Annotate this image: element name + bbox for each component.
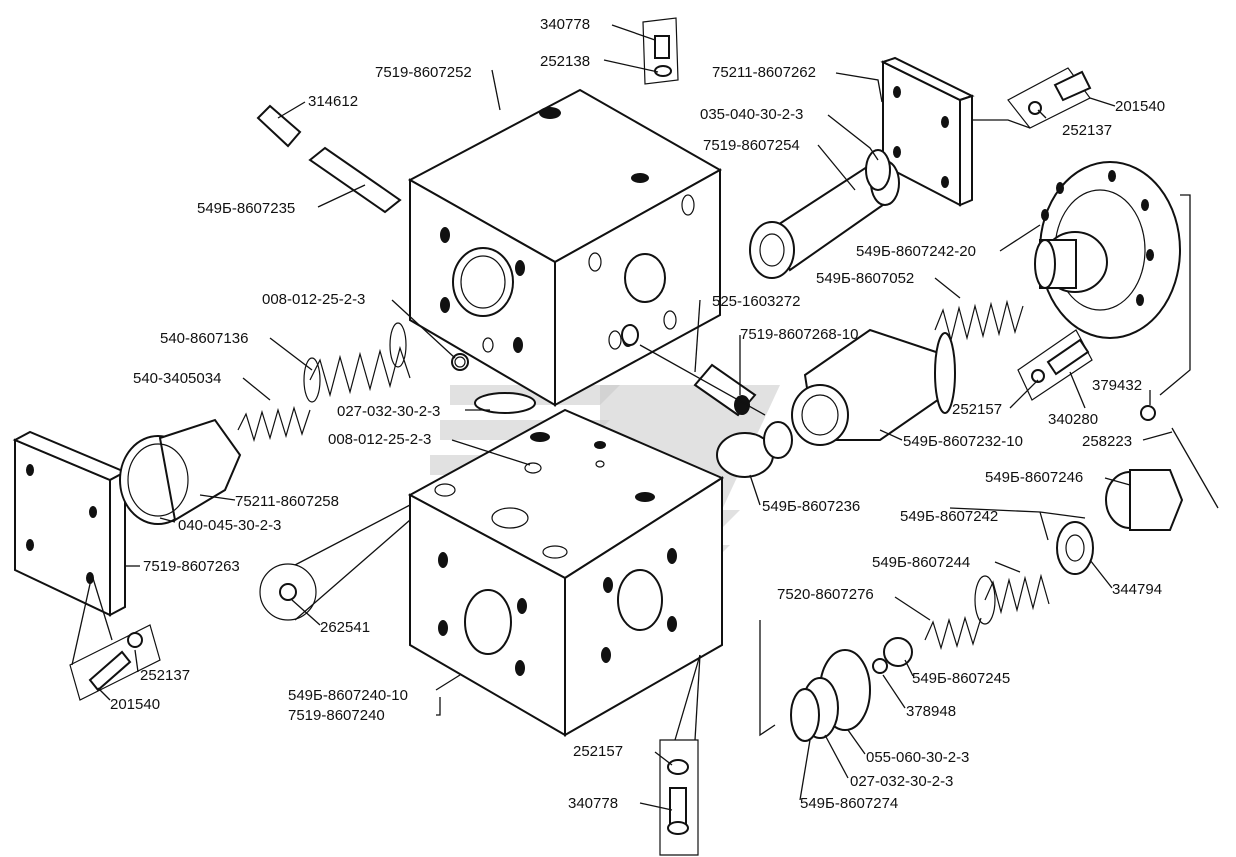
union-314612 xyxy=(256,104,402,214)
label-035-040-30-2-3: 035-040-30-2-3 xyxy=(700,106,803,123)
cap-nut-assembly xyxy=(1056,469,1184,575)
label-549b-8607242: 549Б-8607242 xyxy=(900,508,998,525)
label-549b-8607236: 549Б-8607236 xyxy=(762,498,860,515)
right-flange xyxy=(1034,161,1181,339)
label-379432: 379432 xyxy=(1092,377,1142,394)
label-75211-8607262: 75211-8607262 xyxy=(712,64,816,81)
label-055-060-30-2-3: 055-060-30-2-3 xyxy=(866,749,969,766)
label-252138: 252138 xyxy=(540,53,590,70)
plug-callout-262541 xyxy=(259,563,317,621)
label-7520-8607276: 7520-8607276 xyxy=(777,586,874,603)
leader-lines xyxy=(71,24,1191,811)
left-cover-plate xyxy=(12,430,128,617)
spring-left-small xyxy=(237,405,311,443)
spring-lower-right xyxy=(924,573,1050,651)
label-549b-8607274: 549Б-8607274 xyxy=(800,795,898,812)
upper-housing-block xyxy=(407,88,723,407)
label-201540-left: 201540 xyxy=(110,696,160,713)
label-7519-8607252: 7519-8607252 xyxy=(375,64,472,81)
label-252157-bottom: 252157 xyxy=(573,743,623,760)
label-027-032-30-2-3-lower: 027-032-30-2-3 xyxy=(850,773,953,790)
label-027-032-30-2-3-upper: 027-032-30-2-3 xyxy=(337,403,440,420)
spring-left-large xyxy=(303,322,411,403)
label-549b-8607235: 549Б-8607235 xyxy=(197,200,295,217)
part-labels: 340778 252138 7519-8607252 314612 549Б-8… xyxy=(110,16,1165,812)
label-7519-8607254: 7519-8607254 xyxy=(703,137,800,154)
rod-258223 xyxy=(1171,427,1219,509)
bolt-callout-top xyxy=(642,17,679,85)
label-340778-top: 340778 xyxy=(540,16,590,33)
top-right-cover-plate xyxy=(880,56,975,207)
label-252157-right: 252157 xyxy=(952,401,1002,418)
label-7519-8607240: 7519-8607240 xyxy=(288,707,385,724)
label-549b-8607232-10: 549Б-8607232-10 xyxy=(903,433,1023,450)
valve-cone xyxy=(716,421,793,478)
label-008-012-25-2-3-lower: 008-012-25-2-3 xyxy=(328,431,431,448)
label-340778-bottom: 340778 xyxy=(568,795,618,812)
washer-379432 xyxy=(1140,405,1156,421)
bolt-callout-top-right xyxy=(1007,67,1092,129)
lower-housing-block xyxy=(407,408,725,737)
label-008-012-25-2-3-upper: 008-012-25-2-3 xyxy=(262,291,365,308)
label-540-8607136: 540-8607136 xyxy=(160,330,248,347)
bolt-callout-left xyxy=(69,624,161,701)
label-540-3405034: 540-3405034 xyxy=(133,370,221,387)
label-525-1603272: 525-1603272 xyxy=(712,293,800,310)
label-258223: 258223 xyxy=(1082,433,1132,450)
label-201540-top: 201540 xyxy=(1115,98,1165,115)
label-262541: 262541 xyxy=(320,619,370,636)
label-549b-8607245: 549Б-8607245 xyxy=(912,670,1010,687)
label-7519-8607263: 7519-8607263 xyxy=(143,558,240,575)
o-rings xyxy=(451,149,913,742)
spring-right xyxy=(934,299,1024,343)
label-314612: 314612 xyxy=(308,93,358,110)
piston-cylinder xyxy=(791,328,956,446)
label-549b-8607246: 549Б-8607246 xyxy=(985,469,1083,486)
label-549b-8607244: 549Б-8607244 xyxy=(872,554,970,571)
left-cup xyxy=(119,418,242,525)
label-549b-8607052: 549Б-8607052 xyxy=(816,270,914,287)
label-75211-8607258: 75211-8607258 xyxy=(235,493,339,510)
label-040-045-30-2-3: 040-045-30-2-3 xyxy=(178,517,281,534)
label-252137-top: 252137 xyxy=(1062,122,1112,139)
label-378948: 378948 xyxy=(906,703,956,720)
label-344794: 344794 xyxy=(1112,581,1162,598)
bolt-callout-bottom xyxy=(659,739,699,856)
label-549b-8607240-10: 549Б-8607240-10 xyxy=(288,687,408,704)
label-252137-left: 252137 xyxy=(140,667,190,684)
label-549b-8607242-20: 549Б-8607242-20 xyxy=(856,243,976,260)
label-340280: 340280 xyxy=(1048,411,1098,428)
label-7519-8607268-10: 7519-8607268-10 xyxy=(740,326,858,343)
